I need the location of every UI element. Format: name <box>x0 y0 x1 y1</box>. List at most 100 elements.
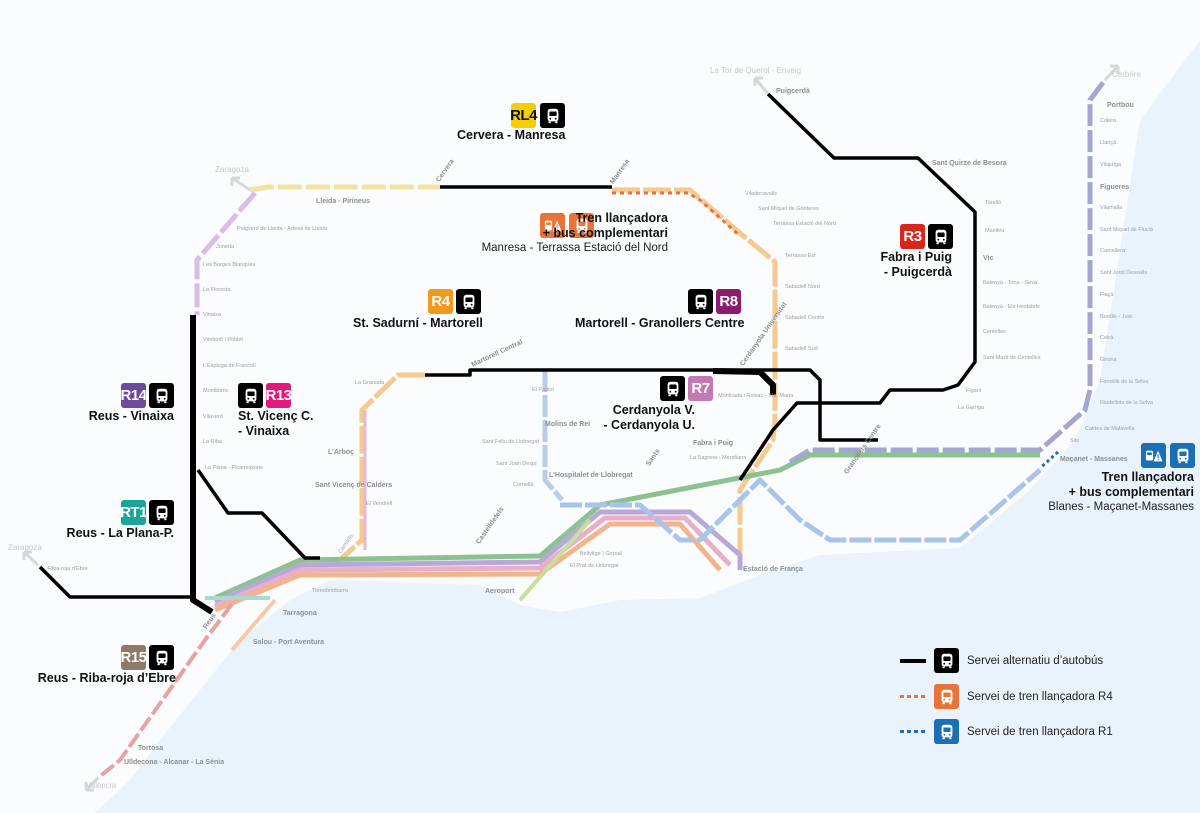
station-label: Puigverd de Lleida - Artesa de Lleida <box>237 226 327 232</box>
station-label: Manlleu <box>985 228 1005 234</box>
bus-icon <box>149 645 174 670</box>
station-label: Portbou <box>1107 102 1134 109</box>
shuttle-text-line3: Manresa - Terrassa Estació del Nord <box>481 242 668 254</box>
station-label: Sabadell Sud <box>785 346 818 352</box>
rail-line-r1-molins <box>542 370 564 502</box>
station-label: Vimbodí i Poblet <box>203 337 243 343</box>
station-label: Sils <box>1070 438 1079 444</box>
station-label: Figaró <box>966 388 982 394</box>
shuttle-text: Tren llançadora + bus complementari Blan… <box>1048 470 1194 515</box>
arrow-zaragoza-north <box>230 176 251 192</box>
bus-icon <box>928 224 953 249</box>
station-label: Les Borges Blanques <box>203 262 256 268</box>
line-badge-r7: R7 <box>688 376 713 401</box>
shuttle-text-line3: Blanes - Maçanet-Massanes <box>1048 501 1194 513</box>
line-badge-r8: R8 <box>716 289 741 314</box>
station-label: Sant Miquel de Fluvià <box>1100 227 1153 233</box>
bus-icon <box>688 289 713 314</box>
shuttle-text-line1: Tren llançadora <box>1101 470 1194 484</box>
station-label: La Sagrera - Meridiana <box>690 455 747 461</box>
station-label: La Floresta <box>203 287 231 293</box>
station-label: La Garriga <box>958 405 984 411</box>
route-text: Fabra i Puig- Puigcerdà <box>880 250 952 280</box>
station-label: El Vendrell <box>366 501 393 507</box>
arrow-cerbere <box>1103 64 1120 82</box>
station-label: Juneda <box>216 244 235 250</box>
rail-line-coast-blue <box>560 468 1042 543</box>
station-label: Tarragona <box>283 610 317 617</box>
bus-line-r13-branch <box>196 468 320 560</box>
route-text-line2: - Vinaixa <box>238 424 290 438</box>
station-label: Estació de França <box>743 566 803 573</box>
shuttle-text-line1: Tren llançadora <box>575 211 668 225</box>
station-label: La Plana - Picamoixons <box>205 465 263 471</box>
legend-dotted-line <box>900 730 926 733</box>
station-label: Girona <box>1100 357 1117 363</box>
station-label: Terrassa Estació del Nord <box>773 221 836 227</box>
station-label: Vinaixa <box>203 312 221 318</box>
line-badge-r15: R15 <box>120 645 147 670</box>
rail-line-r4-north <box>612 187 778 565</box>
bus-icon <box>934 648 959 673</box>
station-label: Sant Martí de Centelles <box>983 355 1041 361</box>
line-badge-r14: R14 <box>120 383 147 408</box>
station-label: Lleida - Pirineus <box>316 198 371 205</box>
legend-dotted-line <box>900 695 926 698</box>
station-label: Tortosa <box>138 745 164 752</box>
shuttle-text: Tren llançadora + bus complementari Manr… <box>482 211 668 256</box>
direction-arrows <box>22 64 1120 792</box>
line-badge-rt1: RT1 <box>120 500 147 525</box>
route-text: St. Vicenç C.- Vinaixa <box>238 409 314 439</box>
station-label: L’Arboç <box>328 449 355 456</box>
rail-line-coast-purple <box>214 509 743 605</box>
station-label: Montblanc <box>203 388 229 394</box>
route-text-line1: Cerdanyola V. <box>612 403 695 417</box>
bus-line-r8 <box>425 368 878 442</box>
station-label: Viladecavalls <box>745 191 778 197</box>
shuttle-text-line2: + bus complementari <box>542 226 668 240</box>
rail-line-rl <box>249 184 440 193</box>
station-label: La Riba <box>203 439 222 445</box>
station-label: Camallera <box>1100 248 1126 254</box>
train-warning-icon <box>1141 443 1166 468</box>
bus-icon <box>660 376 685 401</box>
rail-lines <box>96 78 1107 780</box>
arrow-zaragoza-west <box>22 550 40 567</box>
line-badge-r3: R3 <box>900 224 925 249</box>
shuttle-text-line2: + bus complementari <box>1068 485 1194 499</box>
station-label: Sabadell Centre <box>785 315 825 321</box>
station-label: Flaçà <box>1100 292 1114 298</box>
station-label: Colera <box>1100 118 1117 124</box>
station-label: Zaragoza <box>8 543 42 552</box>
station-label: Vilajuïga <box>1100 162 1121 168</box>
station-label: Bellvitge | Gornal <box>580 551 622 557</box>
station-label: Balenyà - Els Hostalets <box>983 304 1040 310</box>
rail-line-r16-south <box>96 602 234 780</box>
route-text: Reus - La Plana-P. <box>66 526 174 540</box>
station-label: Torredembarra <box>312 588 349 594</box>
station-label: Salou - Port Aventura <box>253 639 325 646</box>
station-label: Figueres <box>1100 184 1130 191</box>
bus-icon <box>149 500 174 525</box>
route-text: Reus - Vinaixa <box>88 409 174 423</box>
station-label: Sant Feliu de Llobregat <box>482 439 539 445</box>
station-label: Sabadell Nord <box>785 284 820 290</box>
station-label: Vilamalla <box>1100 205 1123 211</box>
route-text: St. Sadurní - Martorell <box>353 316 483 330</box>
station-label: Torelló <box>985 200 1002 206</box>
station-label: Fornells de la Selva <box>1100 379 1149 385</box>
station-label: L’Hospitalet de Llobregat <box>549 472 633 479</box>
station-label: Riba-roja d’Ebre <box>48 566 88 572</box>
station-label: Vilaverd <box>203 414 223 420</box>
station-label: Balenyà - Tona - Seva <box>983 280 1038 286</box>
bus-icon <box>238 383 263 408</box>
rail-line-r11 <box>788 78 1107 465</box>
bus-line-r7 <box>712 368 776 395</box>
shuttle-line-r4 <box>612 191 742 238</box>
station-label: Cornellà <box>513 482 534 488</box>
station-label: Sant Joan Despí <box>496 461 537 467</box>
station-label: Puigcerdà <box>776 88 810 95</box>
bus-line-r14 <box>190 315 214 615</box>
legend-label: Servei de tren llançadora R1 <box>967 725 1113 738</box>
bus-icon <box>540 103 565 128</box>
